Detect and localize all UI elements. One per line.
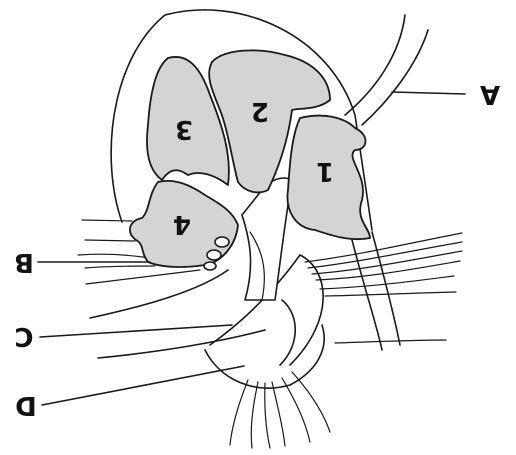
curved-band-inner — [280, 300, 295, 365]
lobe-3-label: 3 — [175, 114, 193, 144]
lobe-2-label: 2 — [251, 96, 269, 126]
tube-a-inner — [362, 30, 428, 125]
right-fiber-bundle — [305, 233, 462, 343]
lobe-4-label: 4 — [173, 209, 191, 239]
pointer-b-label: B — [14, 247, 34, 277]
pointer-a-label: A — [480, 79, 500, 109]
root-fibers — [230, 372, 330, 448]
pointer-c-line — [40, 325, 232, 337]
pointer-c-label: C — [14, 321, 33, 351]
tube-a-outer — [345, 15, 405, 115]
pointer-d-label: D — [15, 390, 37, 420]
pointer-d-line — [42, 366, 244, 405]
pointer-a-line — [392, 92, 465, 94]
lower-stalk-2 — [98, 330, 265, 358]
lobe-1-label: 1 — [316, 156, 334, 186]
lower-stalk-1 — [90, 270, 228, 318]
central-column — [242, 178, 292, 300]
